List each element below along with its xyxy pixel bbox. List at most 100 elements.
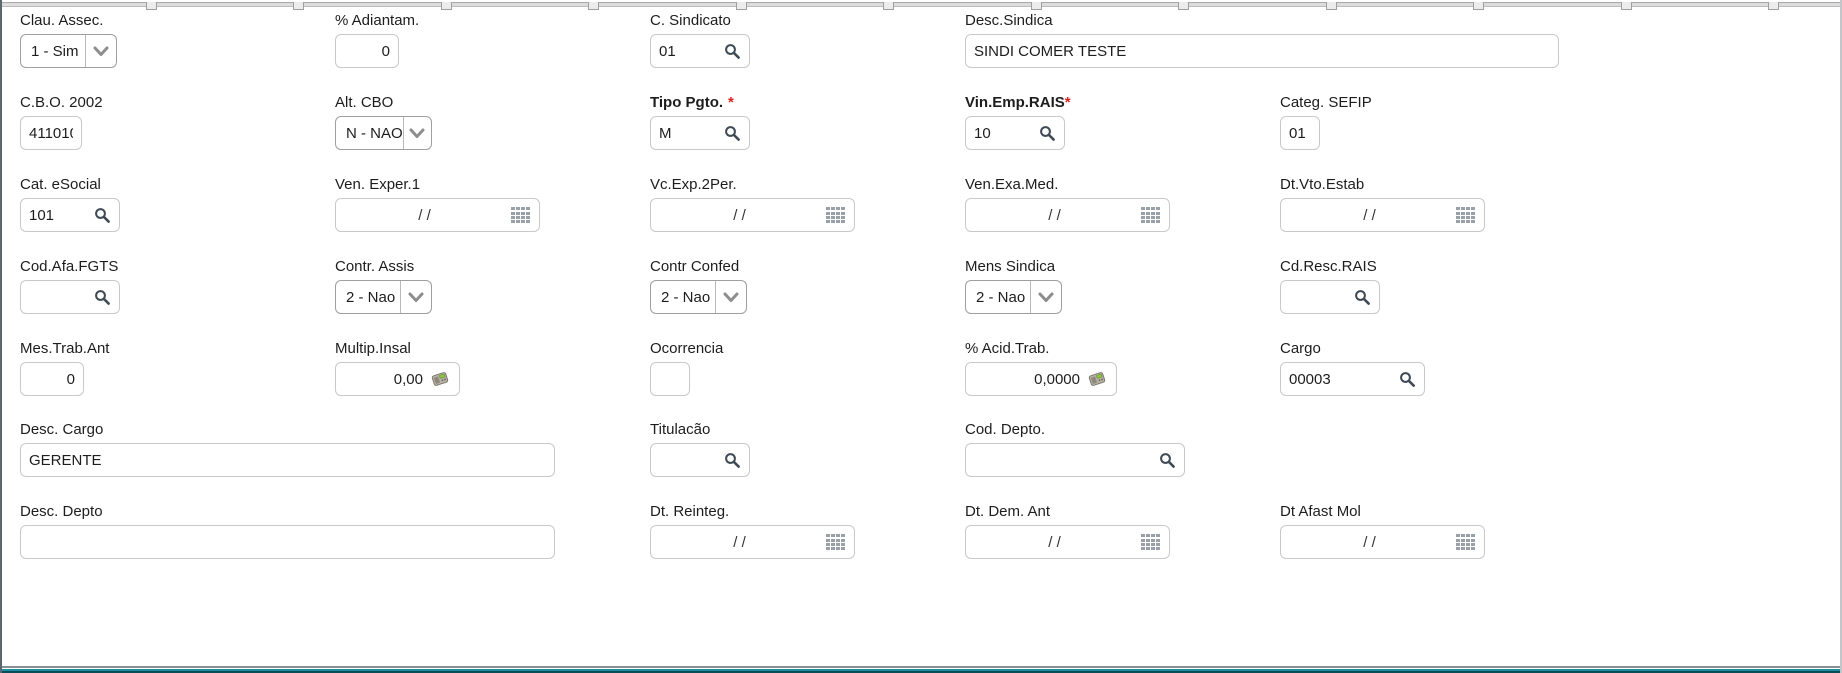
- cat-esocial-input[interactable]: 101: [20, 198, 120, 232]
- dt-reinteg-input[interactable]: / /: [650, 525, 855, 559]
- clau-assec-select[interactable]: 1 - Sim: [20, 34, 117, 68]
- search-icon[interactable]: [94, 289, 111, 306]
- required-asterisk: *: [1064, 94, 1071, 111]
- dt-dem-ant-input[interactable]: / /: [965, 525, 1170, 559]
- ven-exa-med-input[interactable]: / /: [965, 198, 1170, 232]
- field-multip-insal: Multip.Insal 0,00: [335, 340, 460, 396]
- field-label: Cd.Resc.RAIS: [1280, 258, 1377, 275]
- cd-resc-rais-input[interactable]: [1280, 280, 1380, 314]
- calculator-icon[interactable]: [429, 370, 451, 388]
- field-value: 2 - Nao: [976, 288, 1026, 306]
- titulacao-input[interactable]: [650, 443, 750, 477]
- multip-insal-input[interactable]: 0,00: [335, 362, 460, 396]
- categ-sefip-input[interactable]: 01: [1280, 116, 1320, 150]
- field-value: 01: [1289, 124, 1306, 142]
- search-icon[interactable]: [1354, 289, 1371, 306]
- search-icon[interactable]: [724, 43, 741, 60]
- search-icon[interactable]: [1039, 125, 1056, 142]
- field-value: N - NAO: [346, 124, 403, 142]
- desc-cargo-input[interactable]: GERENTE: [20, 443, 555, 477]
- field-clau-assec: Clau. Assec. 1 - Sim: [20, 12, 117, 68]
- field-dt-afast-mol: Dt Afast Mol / /: [1280, 503, 1485, 559]
- column-notch: [736, 2, 747, 10]
- tipo-pgto-input[interactable]: M: [650, 116, 750, 150]
- adiantam-input[interactable]: 0: [335, 34, 399, 68]
- field-dt-vto-estab: Dt.Vto.Estab / /: [1280, 176, 1485, 232]
- desc-sindica-input[interactable]: SINDI COMER TESTE: [965, 34, 1559, 68]
- field-label: C. Sindicato: [650, 12, 731, 29]
- mens-sindica-select[interactable]: 2 - Nao: [965, 280, 1062, 314]
- contr-assis-select[interactable]: 2 - Nao: [335, 280, 432, 314]
- dt-vto-estab-input[interactable]: / /: [1280, 198, 1485, 232]
- field-value: 1 - Sim: [31, 42, 79, 60]
- required-asterisk: *: [728, 94, 734, 111]
- field-label: Contr. Assis: [335, 258, 415, 275]
- search-icon[interactable]: [724, 125, 741, 142]
- chevron-down-icon[interactable]: [716, 292, 746, 303]
- field-contr-confed: Contr Confed 2 - Nao: [650, 258, 747, 314]
- field-value: SINDI COMER TESTE: [974, 42, 1127, 60]
- chevron-down-icon[interactable]: [401, 292, 431, 303]
- cargo-input[interactable]: 00003: [1280, 362, 1425, 396]
- mes-trab-ant-input[interactable]: 0: [20, 362, 84, 396]
- field-cod-afa-fgts: Cod.Afa.FGTS: [20, 258, 120, 314]
- acid-trab-input[interactable]: 0,0000: [965, 362, 1117, 396]
- field-value: / /: [418, 206, 431, 224]
- field-value: 00003: [1289, 370, 1331, 388]
- field-value: 101: [29, 206, 55, 224]
- column-notch: [588, 2, 599, 10]
- field-label: Cargo: [1280, 340, 1321, 357]
- field-vin-emp-rais: Vin.Emp.RAIS* 10: [965, 94, 1071, 150]
- column-notch: [146, 2, 157, 10]
- field-value: / /: [1363, 206, 1376, 224]
- calculator-icon[interactable]: [1086, 370, 1108, 388]
- column-notch: [1768, 2, 1779, 10]
- search-icon[interactable]: [1399, 371, 1416, 388]
- field-label: Cod.Afa.FGTS: [20, 258, 119, 275]
- search-icon[interactable]: [94, 207, 111, 224]
- cbo-2002-input[interactable]: 411010: [20, 116, 82, 150]
- select-divider: [403, 117, 404, 149]
- desc-depto-input[interactable]: [20, 525, 555, 559]
- field-value: GERENTE: [29, 451, 102, 469]
- ocorrencia-input[interactable]: [650, 362, 690, 396]
- cod-afa-fgts-input[interactable]: [20, 280, 120, 314]
- field-label: Desc. Cargo: [20, 421, 104, 438]
- cod-depto-input[interactable]: [965, 443, 1185, 477]
- field-dt-dem-ant: Dt. Dem. Ant / /: [965, 503, 1170, 559]
- contr-confed-select[interactable]: 2 - Nao: [650, 280, 747, 314]
- calendar-icon[interactable]: [1456, 207, 1476, 223]
- chevron-down-icon[interactable]: [86, 46, 116, 57]
- chevron-down-icon[interactable]: [1031, 292, 1061, 303]
- select-divider: [715, 281, 717, 313]
- field-label: Cod. Depto.: [965, 421, 1046, 438]
- vc-exp-2per-input[interactable]: / /: [650, 198, 855, 232]
- ven-exper1-input[interactable]: / /: [335, 198, 540, 232]
- calendar-icon[interactable]: [1141, 534, 1161, 550]
- search-icon[interactable]: [1159, 452, 1176, 469]
- dt-afast-mol-input[interactable]: / /: [1280, 525, 1485, 559]
- field-value: / /: [1048, 533, 1061, 551]
- field-label: Cat. eSocial: [20, 176, 101, 193]
- c-sindicato-input[interactable]: 01: [650, 34, 750, 68]
- vin-emp-rais-input[interactable]: 10: [965, 116, 1065, 150]
- field-label: Desc. Depto: [20, 503, 103, 520]
- chevron-down-icon[interactable]: [404, 128, 431, 139]
- calendar-icon[interactable]: [826, 534, 846, 550]
- calendar-icon[interactable]: [1141, 207, 1161, 223]
- calendar-icon[interactable]: [826, 207, 846, 223]
- field-titulacao: Titulacão: [650, 421, 750, 477]
- field-value: 0: [66, 370, 75, 388]
- search-icon[interactable]: [724, 452, 741, 469]
- calendar-icon[interactable]: [1456, 534, 1476, 550]
- field-label: Mens Sindica: [965, 258, 1056, 275]
- calendar-icon[interactable]: [511, 207, 531, 223]
- field-acid-trab: % Acid.Trab. 0,0000: [965, 340, 1117, 396]
- field-value: / /: [1363, 533, 1376, 551]
- field-value: 0: [381, 42, 390, 60]
- field-label: Mes.Trab.Ant: [20, 340, 110, 357]
- field-cat-esocial: Cat. eSocial 101: [20, 176, 120, 232]
- field-label: Titulacão: [650, 421, 711, 438]
- field-label: Desc.Sindica: [965, 12, 1053, 29]
- alt-cbo-select[interactable]: N - NAO: [335, 116, 432, 150]
